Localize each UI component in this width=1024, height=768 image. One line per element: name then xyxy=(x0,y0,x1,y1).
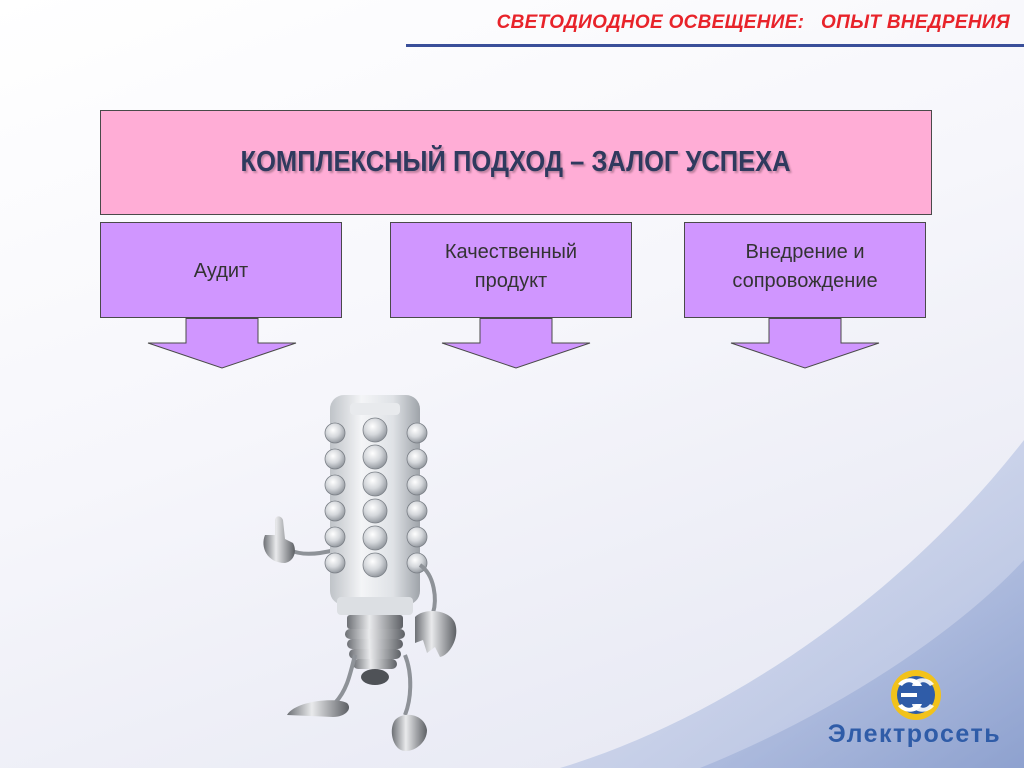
pillar-audit: Аудит xyxy=(100,222,342,318)
led-bulb-mascot-icon xyxy=(263,395,457,751)
header-title: СВЕТОДИОДНОЕ ОСВЕЩЕНИЕ: ОПЫТ ВНЕДРЕНИЯ xyxy=(496,12,1010,33)
pillar-label: Качественный продукт xyxy=(444,241,578,292)
pillar-quality-product: Качественный продукт xyxy=(390,222,632,318)
pillar-label: Внедрение и сопровождение xyxy=(732,241,878,292)
pillar-implementation: Внедрение и сопровождение xyxy=(684,222,926,318)
pillar-label: Аудит xyxy=(193,260,249,282)
main-heading: КОМПЛЕКСНЫЙ ПОДХОД – ЗАЛОГ УСПЕХА xyxy=(240,146,792,178)
company-logo-icon xyxy=(891,670,941,720)
header-divider xyxy=(406,44,1024,47)
company-logo: Электросеть xyxy=(812,668,1017,758)
company-logo-text: Электросеть xyxy=(827,720,1002,748)
arrow-down-icon xyxy=(730,318,880,369)
arrow-down-icon xyxy=(441,318,591,369)
main-heading-box: КОМПЛЕКСНЫЙ ПОДХОД – ЗАЛОГ УСПЕХА xyxy=(100,110,932,215)
arrow-down-icon xyxy=(147,318,297,369)
